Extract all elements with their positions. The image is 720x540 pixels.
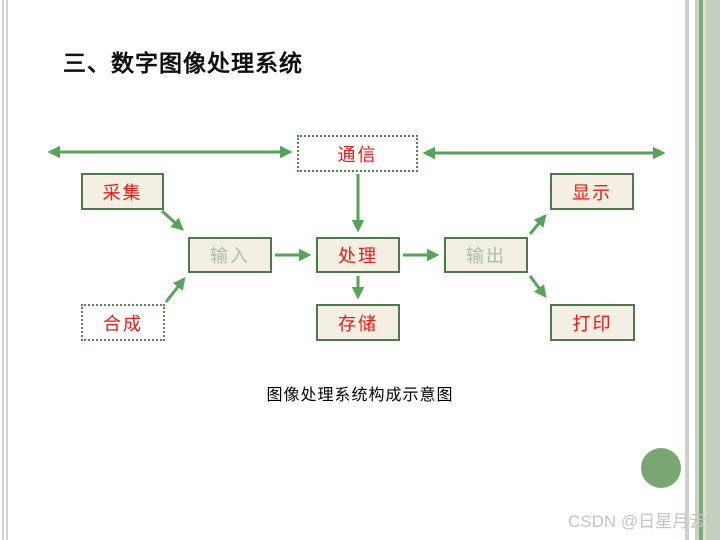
slide-title: 三、数字图像处理系统 (63, 50, 303, 76)
left-edge-stripe (6, 0, 8, 540)
right-edge-stripe (706, 0, 720, 540)
node-cunchu: 存储 (316, 304, 400, 341)
node-shuchu: 输出 (444, 237, 528, 273)
right-edge-stripe (695, 0, 699, 540)
node-chuli: 处理 (316, 237, 400, 273)
node-caiji: 采集 (81, 173, 164, 210)
right-edge-stripe (699, 0, 703, 540)
arrow-hecheng-shuru (164, 277, 186, 303)
node-xianshi: 显示 (550, 173, 634, 210)
arrow-caiji-shuru (160, 209, 184, 231)
right-edge-stripe (703, 0, 706, 540)
left-edge-stripe (2, 0, 4, 540)
right-edge-stripe (685, 0, 689, 540)
node-hecheng: 合成 (81, 304, 165, 341)
arrow-shuchu-xianshi (528, 214, 547, 235)
decorative-circle (641, 448, 681, 488)
arrow-shuchu-dayin (528, 275, 547, 299)
csdn-watermark: CSDN @日星月云 (568, 512, 707, 531)
node-tongxin: 通信 (297, 135, 418, 172)
diagram-caption: 图像处理系统构成示意图 (266, 387, 454, 404)
node-dayin: 打印 (550, 304, 635, 341)
node-shuru: 输入 (188, 237, 272, 273)
